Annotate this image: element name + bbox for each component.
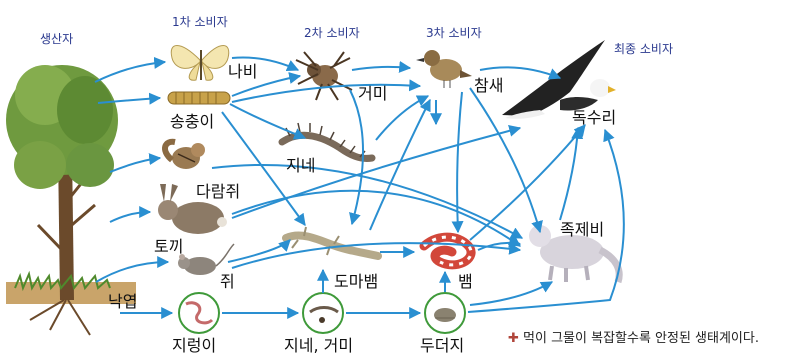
- snake-illustration: [424, 237, 471, 265]
- mouse-label: 쥐: [220, 268, 235, 292]
- spider-illustration: [296, 52, 352, 100]
- centipede-label: 지네: [286, 152, 315, 176]
- consumer1-header: 1차 소비자: [172, 13, 228, 30]
- sparrow-label: 참새: [474, 72, 503, 96]
- rabbit-label: 토끼: [154, 233, 183, 257]
- centipede-spider-circle: [303, 293, 343, 333]
- butterfly-illustration: [171, 46, 229, 81]
- sparrow-illustration: [416, 50, 472, 88]
- caption-note: ✚ 먹이 그물이 복잡할수록 안정된 생태계이다.: [508, 327, 759, 346]
- caption-text: 먹이 그물이 복잡할수록 안정된 생태계이다.: [523, 331, 759, 346]
- leaves-label: 낙엽: [108, 288, 137, 312]
- plus-icon: ✚: [508, 331, 519, 346]
- mole-circle: [425, 293, 465, 333]
- lizard-label: 도마뱀: [334, 268, 378, 292]
- squirrel-illustration: [165, 142, 205, 169]
- squirrel-label: 다람쥐: [196, 178, 240, 202]
- larva-label: 송충이: [170, 108, 214, 132]
- worm-circle: [179, 293, 219, 333]
- consumer3-header: 3차 소비자: [426, 24, 482, 41]
- spider-label: 거미: [358, 80, 387, 104]
- larva-illustration: [168, 92, 230, 104]
- worm-label: 지렁이: [172, 332, 216, 356]
- mole-label: 두더지: [420, 332, 464, 356]
- snake-label: 뱀: [458, 268, 473, 292]
- weasel-label: 족제비: [560, 216, 604, 240]
- centipede-spider-label: 지네, 거미: [284, 332, 353, 356]
- producer-header: 생산자: [40, 30, 73, 47]
- consumer2-header: 2차 소비자: [304, 24, 360, 41]
- eagle-label: 독수리: [572, 104, 616, 128]
- final-consumer-header: 최종 소비자: [614, 40, 673, 57]
- butterfly-label: 나비: [228, 58, 257, 82]
